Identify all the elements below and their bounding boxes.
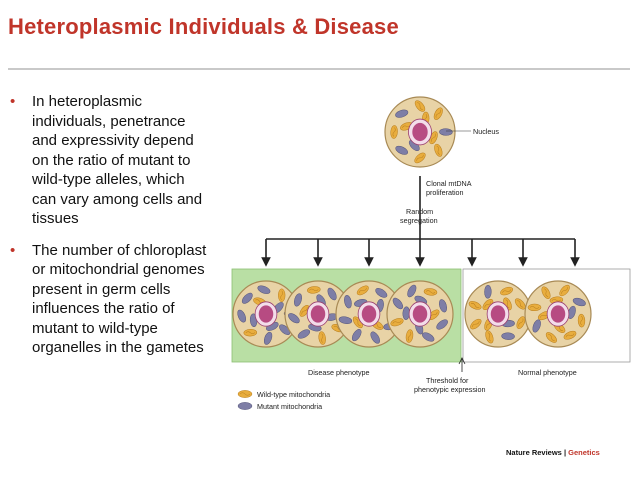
nucleus — [408, 301, 432, 327]
mutant-mitochondrion — [395, 109, 409, 118]
bullet-dot-icon: • — [10, 93, 16, 110]
mutant-mitochondrion — [327, 287, 337, 301]
mutant-mitochondrion — [572, 297, 586, 307]
mutant-mitochondrion — [237, 309, 247, 323]
daughter-cell-normal — [524, 280, 592, 348]
nucleus — [254, 301, 278, 327]
mutant-mitochondrion — [436, 319, 448, 330]
mutant-mitochondrion — [439, 299, 447, 313]
daughter-cell-disease — [386, 280, 454, 348]
daughter-cell-disease — [232, 280, 300, 348]
wild-type-mitochondrion — [514, 298, 526, 310]
mutant-mitochondrion — [484, 285, 492, 299]
wild-type-mitochondrion — [468, 301, 482, 310]
wild-type-mitochondrion — [434, 143, 443, 157]
threshold-arrow-icon — [458, 357, 466, 365]
credit-section: Genetics — [568, 448, 600, 457]
cells-layer — [232, 96, 592, 348]
random-label-line1: Random — [406, 207, 433, 216]
credit-separator: | — [562, 448, 568, 457]
wild-type-mitochondrion — [414, 152, 426, 164]
title-divider — [8, 68, 630, 70]
wild-type-mitochondrion — [318, 331, 326, 345]
segregation-arrows — [261, 176, 580, 267]
credit-journal: Nature Reviews — [506, 448, 562, 457]
wild-type-mitochondrion — [278, 288, 286, 303]
mutant-mitochondrion — [392, 297, 404, 310]
wild-type-mitochondrion — [243, 329, 258, 337]
mutant-mitochondrion — [338, 316, 353, 324]
bullet-dot-icon: • — [10, 241, 16, 259]
mutant-mitochondrion — [501, 332, 515, 340]
daughter-cell-disease — [335, 280, 403, 348]
clonal-label-line2: proliferation — [426, 188, 464, 197]
figure-credit: Nature Reviews | Genetics — [506, 448, 600, 457]
wild-type-mitochondrion — [405, 329, 414, 343]
mutant-mitochondrion — [532, 319, 541, 333]
wild-type-mitochondrion — [563, 330, 577, 340]
mutant-mitochondrion — [422, 332, 435, 342]
mutant-mitochondrion — [279, 324, 291, 335]
wild-type-mitochondrion — [541, 286, 551, 299]
mutant-mitochondrion — [241, 292, 253, 304]
daughter-cell-normal — [464, 280, 532, 348]
wild-type-mitochondrion — [390, 125, 398, 139]
mutant-mitochondrion — [257, 285, 271, 294]
parent-cell — [384, 96, 456, 168]
mutant-mitochondrion — [375, 288, 388, 298]
random-label-line2: segregation — [400, 216, 438, 225]
threshold-label-line1: Threshold for — [426, 376, 469, 385]
mutant-mitochondrion — [288, 313, 300, 324]
wild-type-mitochondrion — [500, 286, 514, 296]
wild-type-mitochondrion — [423, 288, 438, 296]
segregation-diagram: Nucleus Clonal mtDNA proliferation Rando… — [231, 96, 631, 457]
mutant-mitochondrion — [297, 329, 311, 339]
mutant-mitochondrion — [351, 329, 362, 342]
disease-phenotype-label: Disease phenotype — [308, 368, 370, 377]
nucleus — [546, 301, 570, 327]
mutant-mitochondrion-icon — [237, 402, 253, 410]
wild-type-mitochondrion — [516, 316, 526, 329]
clonal-label-line1: Clonal mtDNA — [426, 179, 472, 188]
wild-type-mitochondrion — [559, 284, 570, 297]
mitochondrial-segregation-figure: Nucleus Clonal mtDNA proliferation Rando… — [228, 86, 634, 466]
legend-wild-type-label: Wild-type mitochondria — [257, 390, 330, 399]
nucleus — [486, 301, 510, 327]
normal-phenotype-label: Normal phenotype — [518, 368, 577, 377]
wild-type-mitochondrion — [390, 318, 404, 327]
mutant-mitochondrion — [370, 331, 380, 344]
bullet-list: • In heteroplasmic individuals, penetran… — [10, 92, 210, 370]
wild-type-mitochondrion — [307, 286, 321, 294]
bullet-item: • In heteroplasmic individuals, penetran… — [10, 92, 210, 229]
wild-type-mitochondrion — [545, 332, 557, 343]
wild-type-mitochondrion — [527, 303, 542, 312]
nucleus-label: Nucleus — [473, 127, 499, 136]
wild-type-mitochondrion — [485, 330, 494, 344]
wild-type-mitochondrion — [433, 107, 443, 120]
legend-mutant-label: Mutant mitochondria — [257, 402, 322, 411]
mutant-mitochondrion — [407, 284, 417, 298]
mutant-mitochondrion — [344, 295, 352, 309]
mutant-mitochondrion — [395, 145, 408, 155]
nucleus — [408, 118, 432, 146]
mutant-mitochondrion — [294, 293, 302, 307]
mutant-mitochondrion — [439, 128, 453, 136]
nucleus — [306, 301, 330, 327]
wild-type-mitochondrion — [470, 318, 482, 330]
wild-type-mitochondrion — [414, 100, 426, 112]
bullet-item: • The number of chloroplast or mitochond… — [10, 241, 210, 358]
nucleus — [357, 301, 381, 327]
bullet-text: The number of chloroplast or mitochondri… — [32, 241, 207, 357]
mutant-mitochondrion — [263, 331, 273, 345]
slide-title: Heteroplasmic Individuals & Disease — [8, 14, 399, 39]
bullet-text: In heteroplasmic individuals, penetrance… — [32, 93, 203, 227]
wild-type-mitochondrion — [356, 285, 369, 296]
threshold-label-line2: phenotypic expression — [414, 385, 486, 394]
wild-type-mitochondrion — [577, 313, 586, 328]
